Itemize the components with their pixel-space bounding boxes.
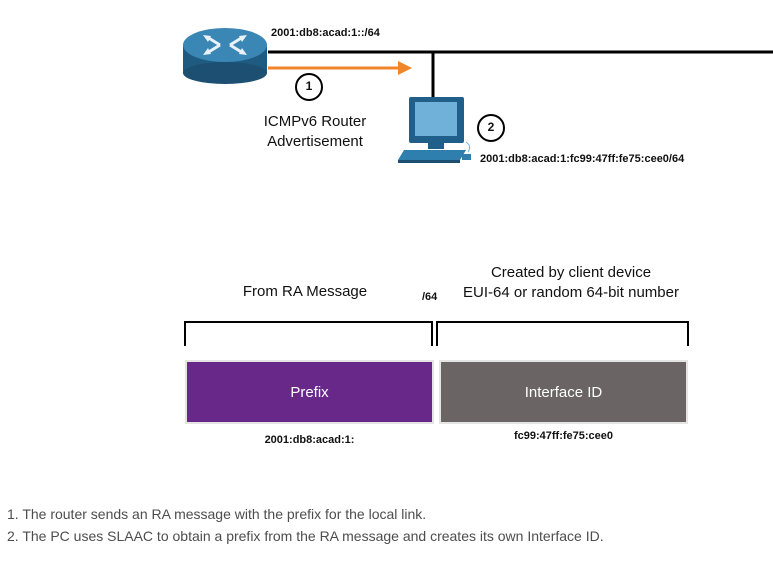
notes-list: 1. The router sends an RA message with t… bbox=[7, 503, 604, 547]
note-item-2: 2. The PC uses SLAAC to obtain a prefix … bbox=[7, 528, 604, 544]
interface-bracket bbox=[436, 321, 689, 346]
prefix-value: 2001:db8:acad:1: bbox=[264, 434, 355, 446]
ra-arrow bbox=[268, 61, 412, 75]
pc-address-label: 2001:db8:acad:1:fc99:47ff:fe75:cee0/64 bbox=[480, 153, 685, 165]
network-prefix-label: 2001:db8:acad:1::/64 bbox=[271, 27, 380, 39]
step-badge-1-label: 1 bbox=[305, 79, 313, 93]
step-badge-2-label: 2 bbox=[487, 120, 495, 134]
prefix-box-label: Prefix bbox=[290, 383, 329, 401]
pc-icon bbox=[398, 97, 471, 163]
interface-id-box: Interface ID bbox=[441, 362, 686, 422]
router-icon bbox=[183, 28, 267, 84]
prefix-bracket bbox=[184, 321, 433, 346]
ra-label-line1: ICMPv6 Router bbox=[263, 113, 367, 130]
prefix-box: Prefix bbox=[187, 362, 432, 422]
step-badge-1 bbox=[295, 73, 323, 101]
created-by-line2: EUI-64 or random 64-bit number bbox=[463, 284, 679, 301]
note-item-1: 1. The router sends an RA message with t… bbox=[7, 506, 427, 522]
ra-label: ICMPv6 Router Advertisement bbox=[240, 112, 390, 152]
created-by-label: Created by client device EUI-64 or rando… bbox=[440, 263, 702, 303]
interface-id-value: fc99:47ff:fe75:cee0 bbox=[513, 430, 614, 442]
created-by-line1: Created by client device bbox=[490, 264, 652, 281]
prefix-length-label: /64 bbox=[422, 291, 438, 303]
interface-id-box-label: Interface ID bbox=[524, 383, 603, 401]
ra-label-line2: Advertisement bbox=[267, 133, 363, 150]
from-ra-label: From RA Message bbox=[242, 283, 368, 300]
step-badge-2 bbox=[477, 114, 505, 142]
